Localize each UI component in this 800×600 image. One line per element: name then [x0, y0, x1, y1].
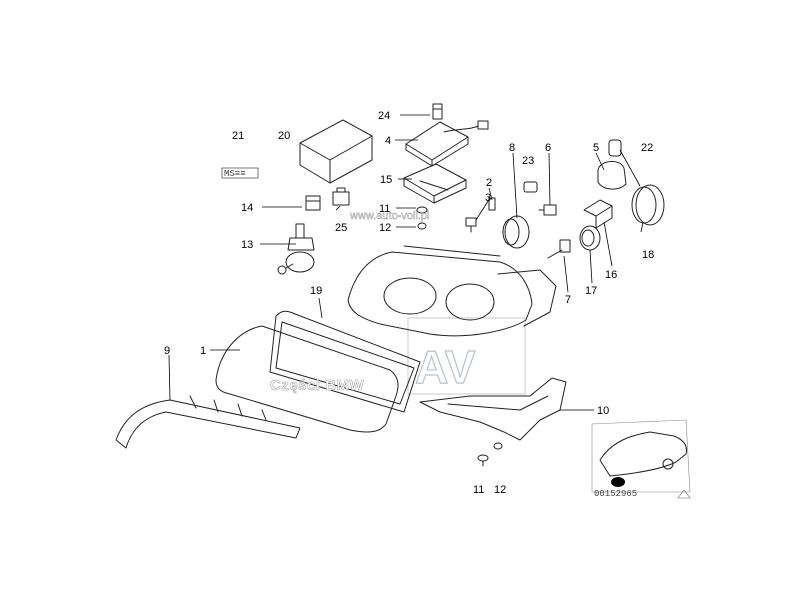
label-part-6: 6	[545, 142, 551, 154]
part-1-lens	[215, 325, 399, 433]
part-12-clip-upper	[417, 222, 427, 230]
leader-lines	[168, 114, 644, 411]
watermark-logo-text: AV	[415, 341, 476, 393]
label-part-22: 22	[641, 142, 653, 154]
part-9-trim	[115, 395, 301, 449]
part-8-lamp-holder	[502, 215, 530, 249]
part-15-ballast	[403, 163, 467, 204]
label-part-1: 1	[200, 345, 206, 357]
label-part-9: 9	[164, 345, 170, 357]
part-25-connector	[332, 187, 350, 206]
watermark-brand: Części BMW	[270, 377, 365, 394]
label-part-3: 3	[485, 192, 491, 204]
label-part-20: 20	[278, 130, 290, 142]
label-part-19: 19	[310, 285, 322, 297]
part-18-cover	[631, 184, 665, 226]
car-inset: 00152965	[591, 419, 691, 499]
part-24-socket	[432, 103, 443, 120]
label-part-11-upper: 11	[379, 203, 390, 215]
part-7-bulb	[547, 239, 571, 259]
label-part-12-lower: 12	[494, 484, 506, 496]
label-part-10: 10	[597, 405, 609, 417]
watermark-logo: AV	[407, 317, 526, 395]
part-11-screw-lower	[477, 454, 489, 467]
label-part-16: 16	[605, 269, 617, 281]
label-part-21: 21	[232, 130, 244, 142]
part-17-ring	[579, 225, 601, 251]
part-14-relay	[305, 195, 321, 211]
part-4-bracket	[405, 120, 489, 167]
part-21-label-tag: MS≡≡	[221, 167, 259, 179]
label-part-11-lower: 11	[473, 484, 484, 496]
part-20-box	[299, 119, 373, 184]
headlight-housing	[347, 245, 557, 337]
watermark-url: www.auto-voll.pl	[349, 210, 429, 222]
label-part-13: 13	[241, 239, 253, 251]
label-part-15: 15	[380, 174, 392, 186]
label-part-18: 18	[642, 249, 654, 261]
part-10-bracket	[419, 377, 567, 441]
label-part-2: 2	[486, 177, 492, 189]
label-part-17: 17	[585, 285, 597, 297]
label-part-7: 7	[565, 294, 571, 306]
label-part-12-upper: 12	[379, 222, 391, 234]
part-12-clip-lower	[493, 442, 503, 450]
part-3-bulb	[465, 217, 477, 233]
label-part-5: 5	[593, 142, 599, 154]
part-5-adjuster	[597, 139, 627, 190]
part-6-bulb	[538, 204, 557, 216]
part-13-bulb	[277, 223, 315, 275]
label-part-24: 24	[378, 110, 390, 122]
part-23-bulb	[523, 181, 538, 193]
label-part-25: 25	[335, 222, 347, 234]
part-number-labels: 1 2 3 4 5 6 7 8 9 10 11 12 11 12 13 14 1…	[164, 110, 654, 496]
label-part-23: 23	[522, 155, 534, 167]
part-11-screw-upper	[416, 206, 428, 221]
label-part-4: 4	[385, 135, 391, 147]
part-19-gasket	[269, 310, 421, 413]
label-tag-text: MS≡≡	[224, 169, 246, 179]
label-part-14: 14	[241, 202, 253, 214]
image-code: 00152965	[594, 489, 637, 499]
part-2-socket	[488, 197, 496, 211]
label-part-8: 8	[509, 142, 515, 154]
part-16-bracket	[583, 199, 613, 229]
